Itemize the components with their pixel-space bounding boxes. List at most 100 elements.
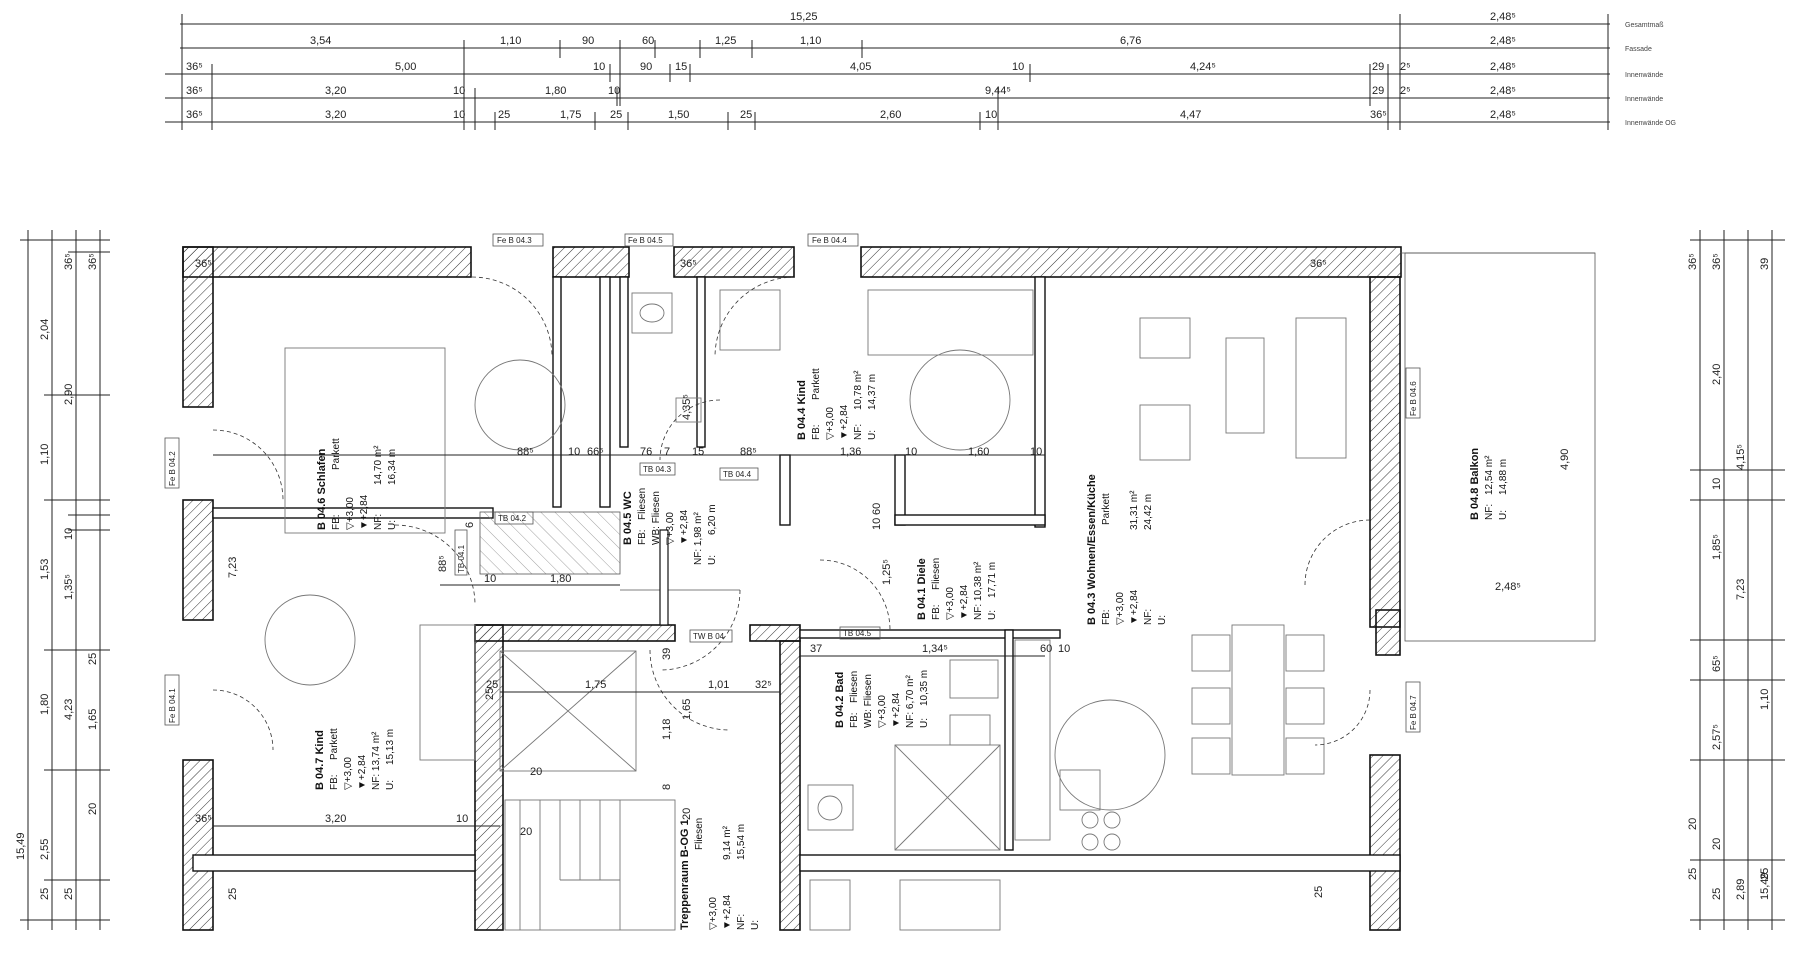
svg-text:10: 10 [905,446,917,458]
row-label-2: Fassade [1625,46,1652,53]
svg-text:U:: U: [387,520,398,530]
svg-text:24,42 m: 24,42 m [1143,494,1154,530]
svg-text:12,54 m²: 12,54 m² [1484,455,1495,495]
svg-text:▽+3,00: ▽+3,00 [825,407,836,440]
dining-table [1231,624,1285,776]
room-kind-1: B 04.4 Kind FB: Parkett ▽+3,00 ▼+2,84 NF… [796,368,878,440]
svg-text:15,49: 15,49 [1759,872,1771,900]
svg-text:25: 25 [486,679,498,691]
svg-text:10: 10 [1058,643,1070,655]
room-treppenraum: Treppenraum B-OG 1 Fliesen ▽+3,00 ▼+2,84… [679,818,761,930]
tag-fe-3: Fe B 04.3 [492,233,544,247]
svg-text:66⁵: 66⁵ [587,446,604,458]
svg-text:B 04.4 Kind: B 04.4 Kind [796,380,808,440]
svg-text:20: 20 [1687,818,1699,830]
svg-text:FB:: FB: [331,514,342,530]
staircase [504,799,676,931]
svg-text:20: 20 [87,803,99,815]
svg-text:39: 39 [1759,258,1771,270]
svg-text:14,70 m²: 14,70 m² [373,445,384,485]
svg-text:36⁵: 36⁵ [1370,109,1387,121]
svg-text:1,80: 1,80 [39,694,51,715]
svg-text:FB:: FB: [849,712,860,728]
room-schlafen: B 04.6 Schlafen FB: Parkett ▽+3,00 ▼+2,8… [316,438,398,530]
svg-text:1,10: 1,10 [39,444,51,465]
room-diele: B 04.1 Diele FB: Fliesen ▽+3,00 ▼+2,84 N… [916,558,998,620]
svg-text:4,23: 4,23 [63,699,75,720]
svg-text:2,40: 2,40 [1711,364,1723,385]
svg-text:Parkett: Parkett [1101,493,1112,525]
svg-text:4,90: 4,90 [1559,449,1571,470]
svg-text:Parkett: Parkett [329,728,340,760]
svg-text:10: 10 [453,85,465,97]
wc-toilet [631,292,673,334]
svg-text:10: 10 [1711,478,1723,490]
tag-tb-5: TB 04.5 [839,626,881,640]
svg-text:2,04: 2,04 [39,319,51,340]
svg-text:10: 10 [453,109,465,121]
svg-text:2,90: 2,90 [63,384,75,405]
svg-text:36⁵: 36⁵ [1310,258,1327,270]
turning-circle-2 [909,349,1011,451]
svg-text:U:: U: [707,555,718,565]
svg-text:1,50: 1,50 [668,109,689,121]
svg-text:9,14 m²: 9,14 m² [722,825,733,860]
toilet-bad [949,714,991,746]
dim-row-2: 3,54 1,10 90 60 1,25 1,10 6,76 2,48⁵ [310,35,1516,47]
svg-text:6: 6 [464,522,476,528]
svg-text:2,48⁵: 2,48⁵ [1490,11,1516,23]
kitchen-counter [1014,639,1051,841]
svg-text:3,20: 3,20 [325,813,346,825]
room-balkon: B 04.8 Balkon NF: 12,54 m² U: 14,88 m [1469,448,1509,520]
svg-text:15,25: 15,25 [790,11,818,23]
svg-text:WB: Fliesen: WB: Fliesen [651,491,662,545]
svg-text:17,71 m: 17,71 m [987,562,998,598]
svg-text:▼+2,84: ▼+2,84 [959,584,970,620]
svg-text:1,18: 1,18 [661,719,673,740]
svg-text:▽+3,00: ▽+3,00 [877,695,888,728]
tag-fe-5: Fe B 04.5 [624,233,674,247]
svg-text:2,48⁵: 2,48⁵ [1490,109,1516,121]
dimension-row-labels: Gesamtmaß Fassade Innenwände Innenwände … [1625,22,1676,127]
svg-text:Fe B 04.3: Fe B 04.3 [497,236,532,245]
svg-text:2,48⁵: 2,48⁵ [1490,35,1516,47]
row-label-3: Innenwände [1625,72,1663,79]
svg-text:Parkett: Parkett [811,368,822,400]
svg-text:90: 90 [640,61,652,73]
svg-text:1,85⁵: 1,85⁵ [1711,534,1723,560]
room-bad: B 04.2 Bad FB: Fliesen WB: Fliesen ▽+3,0… [834,670,930,728]
svg-text:29: 29 [1372,61,1384,73]
svg-text:8: 8 [661,784,673,790]
svg-text:U:: U: [919,718,930,728]
svg-text:NF: 1,98 m²: NF: 1,98 m² [693,512,704,565]
turning-circle-1 [474,359,566,451]
svg-text:10,78 m²: 10,78 m² [853,370,864,410]
svg-text:2,89: 2,89 [1735,879,1747,900]
svg-text:88⁵: 88⁵ [437,555,449,572]
svg-text:1,65: 1,65 [87,709,99,730]
svg-text:36⁵: 36⁵ [1711,253,1723,270]
svg-text:NF:: NF: [373,514,384,530]
svg-text:4,24⁵: 4,24⁵ [1190,61,1216,73]
svg-text:1,35⁵: 1,35⁵ [63,574,75,600]
svg-text:4,05: 4,05 [850,61,871,73]
svg-text:▽+3,00: ▽+3,00 [945,587,956,620]
svg-text:2,48⁵: 2,48⁵ [1495,581,1521,593]
svg-text:▽+3,00: ▽+3,00 [345,497,356,530]
svg-text:U:: U: [987,610,998,620]
svg-text:36⁵: 36⁵ [680,258,697,270]
svg-text:25: 25 [87,653,99,665]
svg-text:25: 25 [1313,886,1325,898]
dim-row-5: 36⁵ 3,20 10 25 1,75 25 1,50 25 2,60 10 4… [186,109,1516,121]
svg-text:7: 7 [664,446,670,458]
svg-text:1,75: 1,75 [560,109,581,121]
svg-text:20: 20 [1711,838,1723,850]
svg-text:NF:: NF: [1484,504,1495,520]
svg-text:▽+3,00: ▽+3,00 [708,897,719,930]
tag-fe-4: Fe B 04.4 [807,233,859,247]
svg-text:TB 04.4: TB 04.4 [723,470,752,479]
svg-text:76: 76 [640,446,652,458]
dim-row-3: 36⁵ 5,00 10 90 15 4,05 10 4,24⁵ 29 2⁵ 2,… [186,61,1516,73]
svg-text:25: 25 [1687,868,1699,880]
svg-text:1,34⁵: 1,34⁵ [922,643,948,655]
